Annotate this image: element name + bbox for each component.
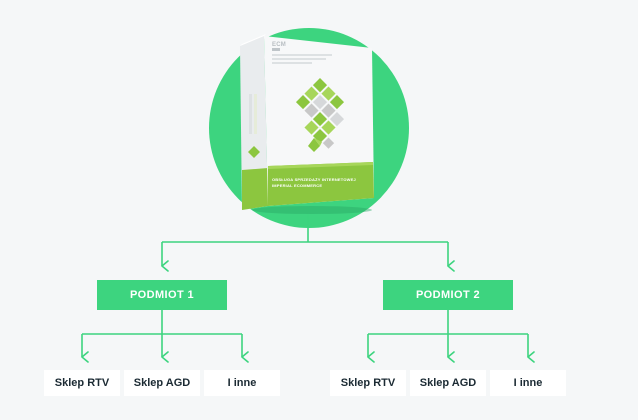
product-box-graphic xyxy=(240,34,374,214)
product-box-illustration: ECM Obsługa sprzedaży internetowej imper… xyxy=(238,34,378,214)
shop-node-s2-rtv: Sklep RTV xyxy=(330,370,406,396)
shop-node-s1-other: I inne xyxy=(204,370,280,396)
shop-node-s1-rtv: Sklep RTV xyxy=(44,370,120,396)
shop-node-s2-agd: Sklep AGD xyxy=(410,370,486,396)
shop-node-s1-agd: Sklep AGD xyxy=(124,370,200,396)
box-caption-line-2: imperial eCommerce xyxy=(272,183,323,188)
shop-node-s2-other: I inne xyxy=(490,370,566,396)
box-brand: ECM xyxy=(272,42,286,48)
subject-node-1: PODMIOT 1 xyxy=(97,280,227,310)
subject-node-2: PODMIOT 2 xyxy=(383,280,513,310)
box-caption-line-1: Obsługa sprzedaży internetowej xyxy=(272,177,356,182)
